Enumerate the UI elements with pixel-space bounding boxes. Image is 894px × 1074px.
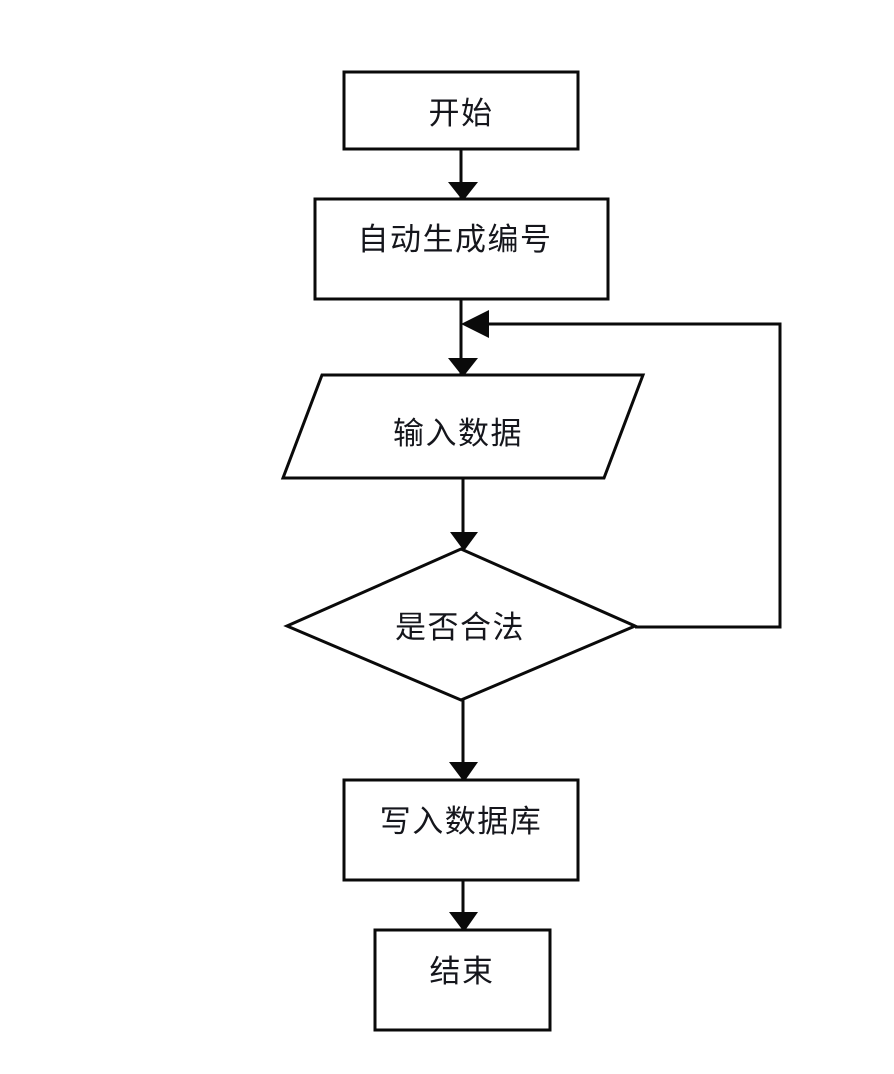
node-write-db-label: 写入数据库 (380, 804, 543, 839)
arrowhead-left-loop-back (461, 310, 489, 338)
arrowhead-down-to-auto-number (448, 182, 478, 201)
node-input-data[interactable]: 输入数据 (280, 373, 646, 480)
node-start-label: 开始 (429, 96, 494, 131)
node-write-db[interactable]: 写入数据库 (342, 778, 580, 882)
node-start-shape[interactable] (342, 70, 580, 151)
node-input-data-shape[interactable] (280, 373, 646, 480)
node-is-valid-shape[interactable] (283, 547, 639, 702)
node-layer: 开始 自动生成编号 输入数据 是否合法 写入数据库 (280, 70, 646, 1032)
node-start[interactable]: 开始 (342, 70, 580, 151)
edge-is-valid-loop-back (470, 322, 782, 629)
node-is-valid-label: 是否合法 (395, 610, 525, 645)
node-auto-number[interactable]: 自动生成编号 (313, 197, 610, 301)
node-end[interactable]: 结束 (373, 928, 552, 1032)
node-input-data-label: 输入数据 (393, 416, 523, 451)
arrowhead-down-to-input-data (448, 358, 478, 377)
arrowhead-down-to-end (449, 912, 478, 932)
node-end-shape[interactable] (373, 928, 552, 1032)
arrowhead-down-to-is-valid (450, 532, 478, 551)
node-is-valid[interactable]: 是否合法 (283, 547, 639, 702)
arrowhead-down-to-write-db (449, 762, 478, 782)
node-auto-number-shape[interactable] (313, 197, 610, 301)
connector-layer (448, 149, 782, 932)
node-end-label: 结束 (430, 954, 495, 989)
node-auto-number-label: 自动生成编号 (358, 222, 553, 257)
node-write-db-shape[interactable] (342, 778, 580, 882)
